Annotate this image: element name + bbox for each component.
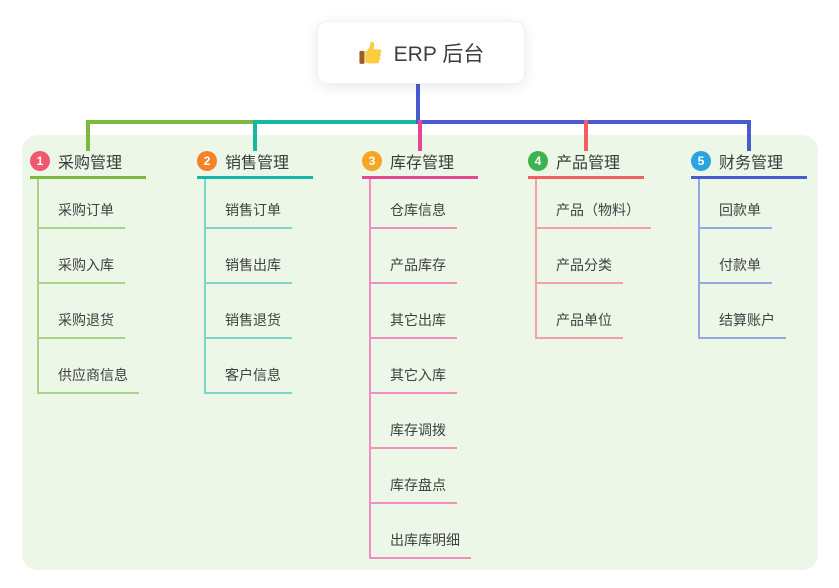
child-node-label: 产品分类	[556, 257, 612, 273]
branch-title: 采购管理	[58, 155, 123, 172]
branch-node-3[interactable]: 3 库存管理	[362, 150, 478, 179]
child-node-label: 供应商信息	[58, 367, 128, 383]
child-node-label: 库存调拨	[390, 422, 446, 438]
branch-title: 库存管理	[390, 155, 455, 172]
child-node-label: 回款单	[719, 202, 761, 218]
child-node-label: 销售出库	[225, 257, 281, 273]
child-node[interactable]: 产品库存	[369, 255, 457, 284]
root-node[interactable]: ERP 后台	[317, 21, 525, 84]
child-node[interactable]: 产品单位	[535, 310, 623, 339]
child-node[interactable]: 其它出库	[369, 310, 457, 339]
connector-line	[253, 120, 257, 151]
branch-index-badge: 1	[30, 151, 50, 171]
connector-line	[86, 120, 253, 124]
child-node-label: 出库库明细	[390, 532, 460, 548]
child-node[interactable]: 出库库明细	[369, 530, 471, 559]
branch-title: 产品管理	[556, 155, 621, 172]
connector-line	[416, 82, 420, 124]
child-node-label: 销售订单	[225, 202, 281, 218]
child-node[interactable]: 销售退货	[204, 310, 292, 339]
child-node[interactable]: 库存调拨	[369, 420, 457, 449]
branch-index-badge: 4	[528, 151, 548, 171]
child-node[interactable]: 库存盘点	[369, 475, 457, 504]
connector-line	[369, 177, 371, 559]
child-node[interactable]: 其它入库	[369, 365, 457, 394]
connector-line	[416, 120, 751, 124]
connector-line	[535, 177, 537, 339]
connector-line	[37, 177, 39, 394]
connector-line	[86, 120, 90, 151]
connector-line	[747, 120, 751, 151]
child-node[interactable]: 销售出库	[204, 255, 292, 284]
child-node-label: 付款单	[719, 257, 761, 273]
child-node[interactable]: 产品分类	[535, 255, 623, 284]
child-node[interactable]: 采购入库	[37, 255, 125, 284]
child-node[interactable]: 仓库信息	[369, 200, 457, 229]
branch-index-badge: 5	[691, 151, 711, 171]
child-node-label: 采购入库	[58, 257, 114, 273]
thumbs-up-icon	[359, 41, 382, 64]
child-node-label: 采购退货	[58, 312, 114, 328]
connector-line	[698, 177, 700, 339]
child-node-label: 产品单位	[556, 312, 612, 328]
branch-index-badge: 2	[197, 151, 217, 171]
branch-node-4[interactable]: 4 产品管理	[528, 150, 644, 179]
branch-node-5[interactable]: 5 财务管理	[691, 150, 807, 179]
branch-title: 财务管理	[719, 155, 784, 172]
child-node-label: 产品（物料）	[556, 202, 640, 218]
connector-line	[204, 177, 206, 394]
child-node[interactable]: 供应商信息	[37, 365, 139, 394]
child-node-label: 结算账户	[719, 312, 775, 328]
child-node[interactable]: 采购订单	[37, 200, 125, 229]
child-node-label: 产品库存	[390, 257, 446, 273]
child-node[interactable]: 付款单	[698, 255, 772, 284]
branch-node-1[interactable]: 1 采购管理	[30, 150, 146, 179]
child-node[interactable]: 销售订单	[204, 200, 292, 229]
child-node[interactable]: 回款单	[698, 200, 772, 229]
branches-panel	[22, 135, 818, 570]
child-node[interactable]: 采购退货	[37, 310, 125, 339]
branch-node-2[interactable]: 2 销售管理	[197, 150, 313, 179]
child-node[interactable]: 产品（物料）	[535, 200, 651, 229]
child-node[interactable]: 客户信息	[204, 365, 292, 394]
child-node-label: 其它入库	[390, 367, 446, 383]
child-node-label: 其它出库	[390, 312, 446, 328]
child-node-label: 库存盘点	[390, 477, 446, 493]
root-node-label: ERP 后台	[393, 42, 485, 66]
child-node-label: 客户信息	[225, 367, 281, 383]
child-node[interactable]: 结算账户	[698, 310, 786, 339]
connector-line	[584, 120, 588, 151]
child-node-label: 仓库信息	[390, 202, 446, 218]
child-node-label: 销售退货	[225, 312, 281, 328]
connector-line	[253, 120, 420, 124]
child-node-label: 采购订单	[58, 202, 114, 218]
connector-line	[418, 120, 422, 151]
branch-index-badge: 3	[362, 151, 382, 171]
branch-title: 销售管理	[225, 155, 290, 172]
